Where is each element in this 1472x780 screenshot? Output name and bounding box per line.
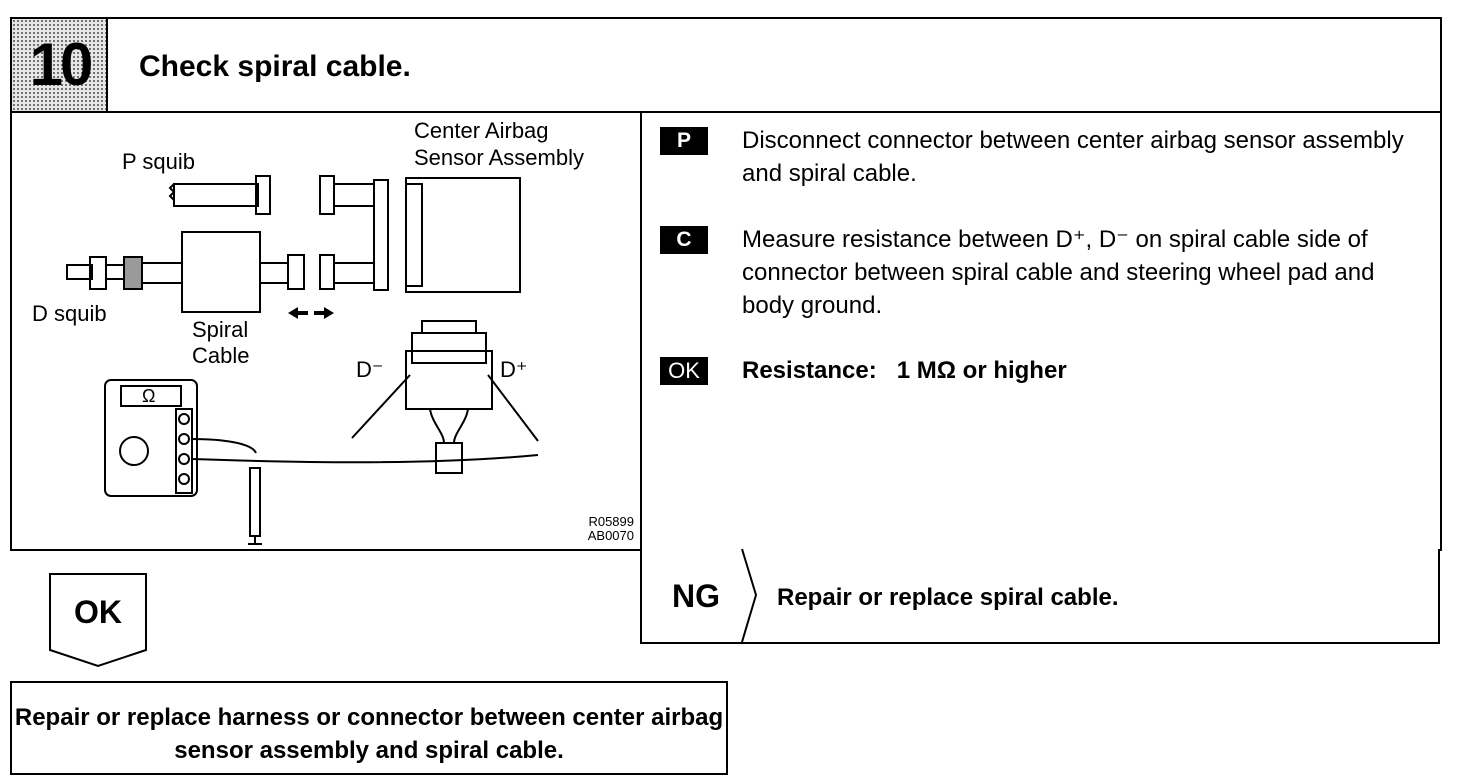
page-title: Check spiral cable.	[139, 50, 411, 83]
instruction-text-c: Measure resistance between D⁺, D⁻ on spi…	[742, 226, 1375, 319]
instruction-text-p: Disconnect connector between center airb…	[742, 127, 1404, 187]
ohm-symbol: Ω	[142, 386, 156, 406]
ok-label: OK	[74, 594, 122, 630]
badge-c: C	[660, 226, 708, 254]
ng-label: NG	[672, 578, 720, 614]
instruction-panel: P Disconnect connector between center ai…	[641, 113, 1442, 551]
ng-result-box: NG Repair or replace spiral cable.	[640, 549, 1440, 644]
badge-p: P	[660, 127, 708, 155]
ohmmeter	[104, 379, 198, 497]
label-spiral: Spiral	[192, 317, 249, 342]
sensor-assembly	[405, 177, 521, 293]
spiral-cable-body	[181, 231, 305, 313]
step-header: 10 Check spiral cable.	[10, 17, 1442, 113]
badge-ok: OK	[660, 357, 708, 385]
p-squib-connector	[168, 175, 271, 215]
d-squib-connector	[66, 256, 182, 290]
ng-action-text: Repair or replace spiral cable.	[777, 584, 1119, 611]
resistance-spec: Resistance: 1 MΩ or higher	[742, 357, 1067, 384]
label-d-squib: D squib	[32, 301, 107, 326]
label-d-minus: D⁻	[356, 357, 384, 382]
label-p-squib: P squib	[122, 149, 195, 174]
wiring-diagram	[66, 175, 539, 545]
label-d-plus: D⁺	[500, 357, 528, 382]
step-number: 10	[29, 31, 94, 98]
center-airbag-connectors	[319, 175, 389, 291]
label-center-airbag: Center Airbag	[414, 118, 549, 143]
ok-arrow	[49, 573, 147, 668]
step-number-box: 10	[12, 19, 108, 111]
ok-action-text: Repair or replace harness or connector b…	[14, 704, 724, 764]
ref-code: AB0070	[587, 528, 634, 543]
instruction-row-ok: OK	[660, 357, 708, 385]
ok-result-box: Repair or replace harness or connector b…	[10, 681, 728, 775]
ground-probe	[191, 438, 262, 545]
instruction-row-p: P	[660, 127, 708, 155]
steering-connector	[191, 320, 539, 474]
instruction-row-c: C	[660, 226, 708, 254]
ng-chevron	[741, 549, 758, 642]
label-cable: Cable	[192, 343, 250, 368]
disconnect-arrows	[288, 307, 334, 319]
wiring-diagram-panel: Center Airbag Sensor Assembly P squib D …	[10, 113, 642, 551]
label-sensor-assembly: Sensor Assembly	[414, 145, 584, 170]
ref-code: R05899	[588, 514, 634, 529]
